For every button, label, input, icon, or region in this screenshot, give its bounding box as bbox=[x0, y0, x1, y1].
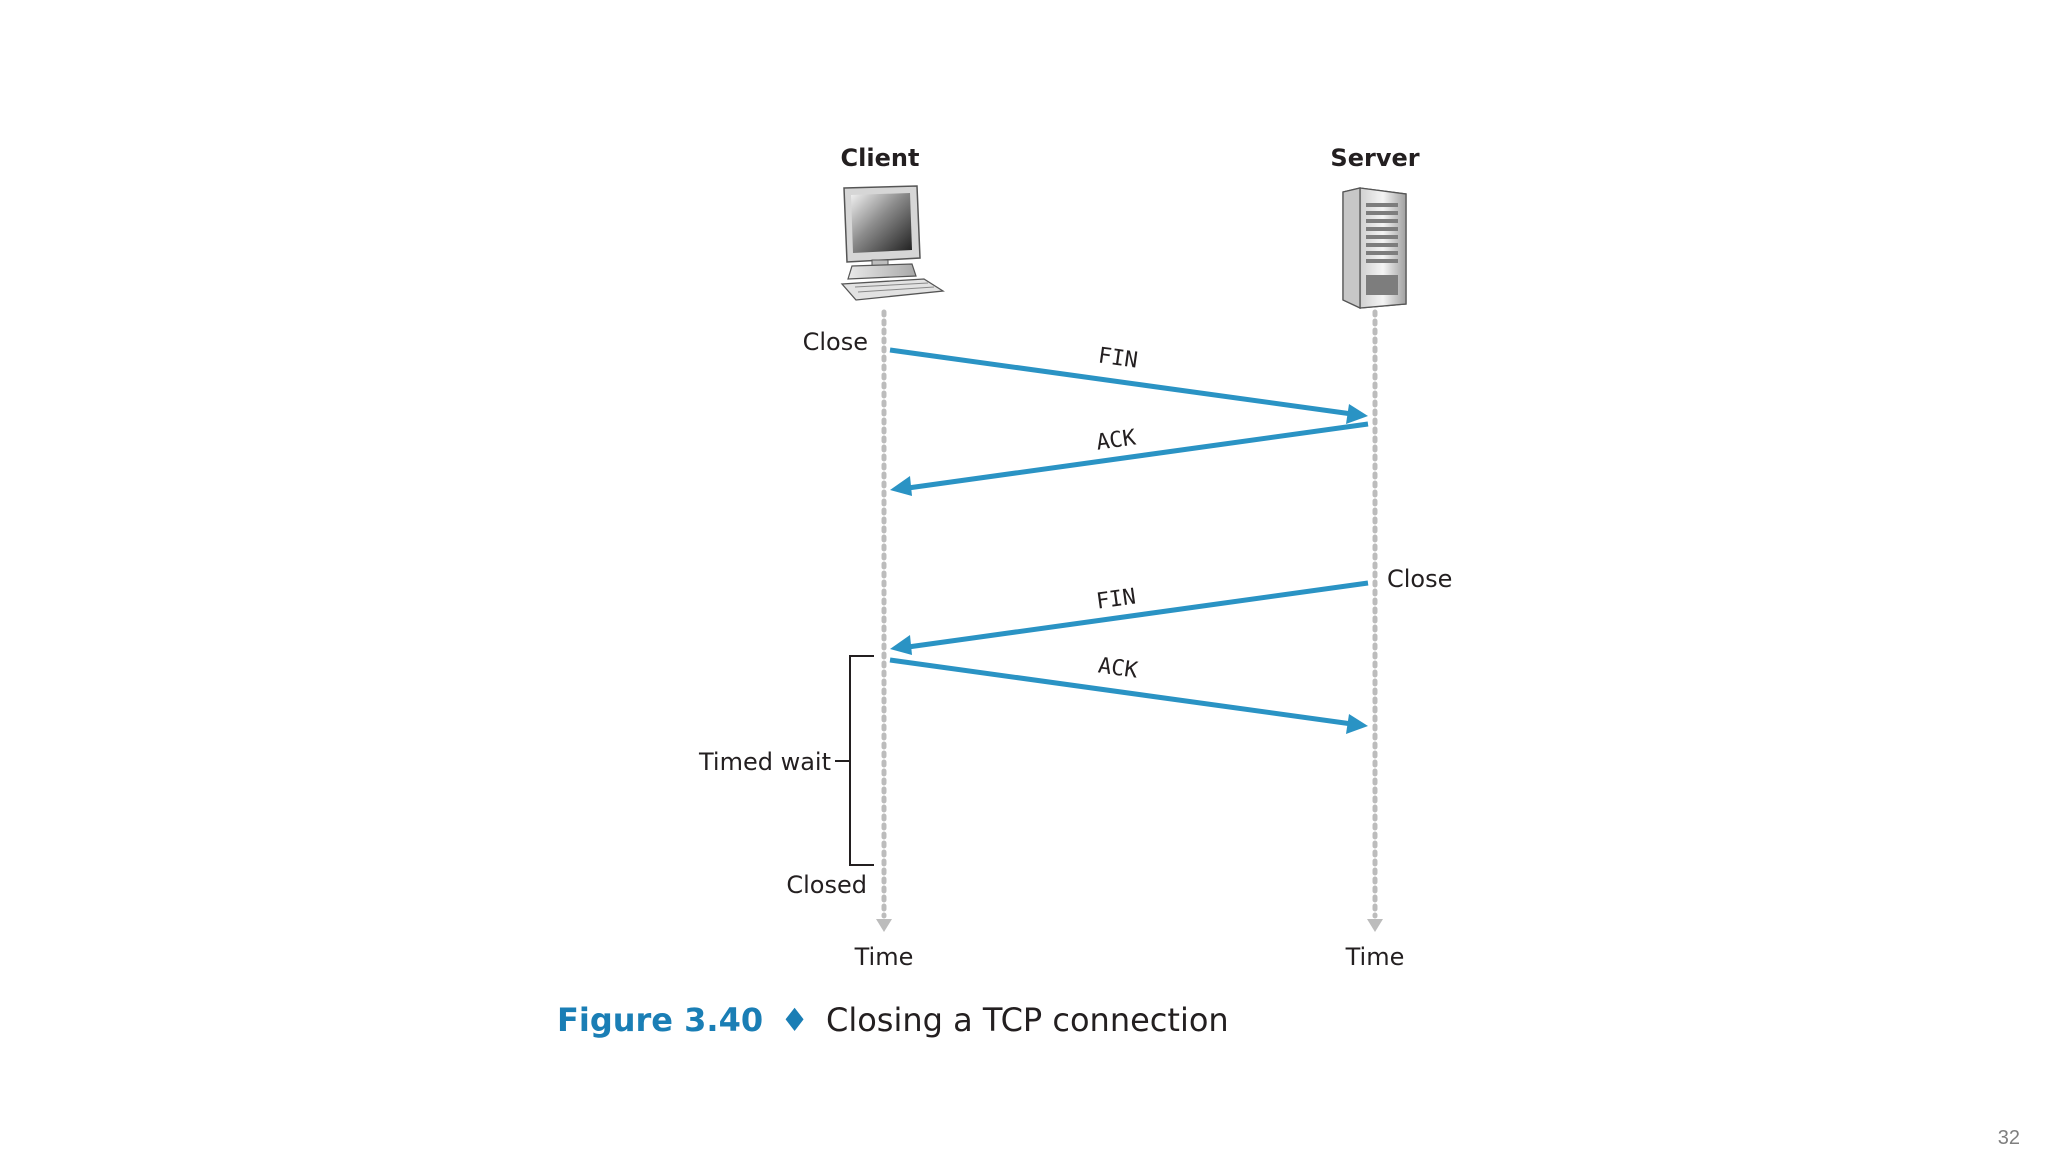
message-fin-client-to-server bbox=[889, 347, 1368, 424]
figure-number: Figure 3.40 bbox=[557, 1001, 763, 1039]
client-title: Client bbox=[841, 144, 920, 172]
timed-wait-bracket bbox=[849, 655, 874, 866]
server-close-label: Close bbox=[1387, 565, 1452, 593]
message-label-ack-1: ACK bbox=[1095, 425, 1139, 455]
client-time-label: Time bbox=[854, 943, 914, 971]
client-time-arrowhead bbox=[876, 919, 892, 932]
caption-diamond: ♦ bbox=[780, 1001, 809, 1039]
server-tower-icon bbox=[1342, 187, 1407, 310]
closed-label: Closed bbox=[786, 871, 867, 899]
server-time-label: Time bbox=[1345, 943, 1405, 971]
message-label-ack-2: ACK bbox=[1096, 653, 1140, 683]
figure-caption: Figure 3.40 ♦ Closing a TCP connection bbox=[557, 1001, 1229, 1039]
message-ack-server-to-client bbox=[890, 421, 1369, 496]
message-label-fin-1: FIN bbox=[1096, 343, 1139, 373]
server-title: Server bbox=[1330, 144, 1419, 172]
client-close-label: Close bbox=[803, 328, 868, 356]
message-label-fin-2: FIN bbox=[1095, 584, 1138, 614]
timed-wait-label: Timed wait bbox=[698, 748, 831, 776]
message-fin-server-to-client bbox=[890, 580, 1369, 655]
caption-text: Closing a TCP connection bbox=[826, 1001, 1229, 1039]
desktop-computer-icon bbox=[840, 185, 945, 301]
server-time-arrowhead bbox=[1367, 919, 1383, 932]
page-number: 32 bbox=[1998, 1127, 2020, 1149]
message-ack-client-to-server bbox=[889, 657, 1368, 734]
